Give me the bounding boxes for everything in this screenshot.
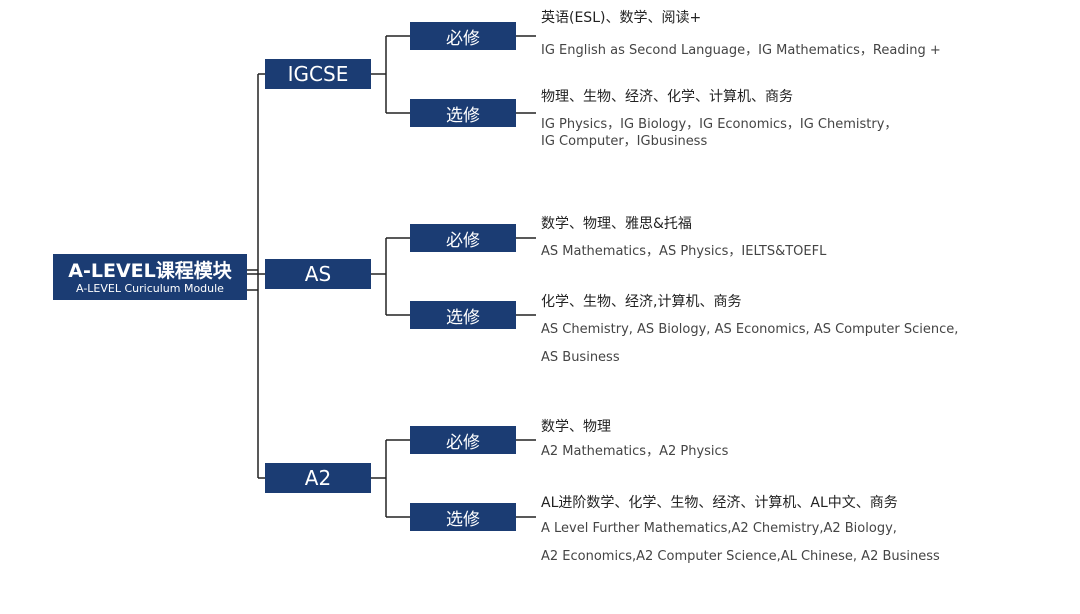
as-required-node: 必修 (410, 224, 516, 252)
igcse-elective-zh: 物理、生物、经济、化学、计算机、商务 (541, 89, 793, 105)
a2-elective-en-1: A Level Further Mathematics,A2 Chemistry… (541, 521, 897, 536)
as-elective-en-1: AS Chemistry, AS Biology, AS Economics, … (541, 322, 959, 337)
branch-as: AS (265, 259, 371, 289)
as-elective-zh: 化学、生物、经济,计算机、商务 (541, 294, 742, 310)
igcse-elective-node: 选修 (410, 99, 516, 127)
igcse-required-node: 必修 (410, 22, 516, 50)
as-elective-node: 选修 (410, 301, 516, 329)
root-subtitle: A-LEVEL Curiculum Module (76, 281, 224, 295)
igcse-elective-en-2: IG Computer，IGbusiness (541, 134, 708, 149)
root-node: A-LEVEL课程模块 A-LEVEL Curiculum Module (53, 254, 247, 300)
branch-igcse: IGCSE (265, 59, 371, 89)
igcse-required-zh: 英语(ESL)、数学、阅读+ (541, 10, 702, 26)
as-required-zh: 数学、物理、雅思&托福 (541, 216, 692, 232)
root-title: A-LEVEL课程模块 (68, 259, 232, 282)
igcse-required-en: IG English as Second Language，IG Mathema… (541, 43, 941, 58)
a2-elective-en-2: A2 Economics,A2 Computer Science,AL Chin… (541, 549, 940, 564)
a2-required-node: 必修 (410, 426, 516, 454)
a2-required-en: A2 Mathematics，A2 Physics (541, 444, 729, 459)
as-elective-en-2: AS Business (541, 350, 620, 365)
igcse-elective-en-1: IG Physics，IG Biology，IG Economics，IG Ch… (541, 117, 898, 132)
as-required-en: AS Mathematics，AS Physics，IELTS&TOEFL (541, 244, 827, 259)
a2-elective-zh: AL进阶数学、化学、生物、经济、计算机、AL中文、商务 (541, 495, 898, 511)
a2-required-zh: 数学、物理 (541, 419, 611, 435)
a2-elective-node: 选修 (410, 503, 516, 531)
branch-a2: A2 (265, 463, 371, 493)
